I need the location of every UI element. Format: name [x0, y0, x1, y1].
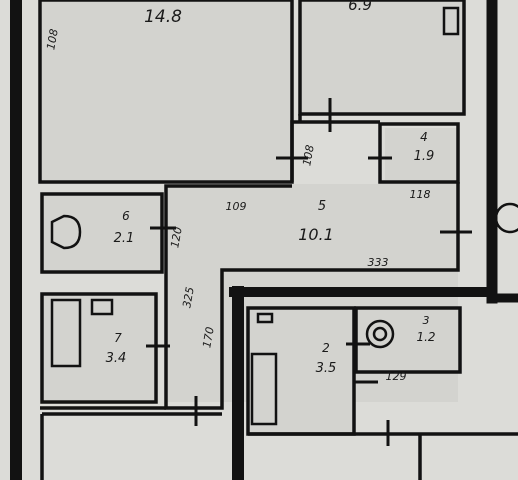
closet-top-right [385, 128, 457, 180]
bathtub-icon [50, 298, 82, 368]
dimension-108-left: 108 [44, 28, 60, 51]
door-marks [146, 98, 472, 446]
hall-area: 10.1 [298, 225, 334, 244]
room-top-left-area: 14.8 [144, 7, 182, 27]
toilet-fixture-icon [50, 214, 82, 250]
small-lower-room [358, 310, 458, 370]
washbasin-icon [442, 6, 460, 36]
bath-number: 7 [114, 331, 122, 345]
fixtures [50, 6, 518, 426]
room-top-left [42, 0, 292, 180]
hall-number: 5 [318, 199, 326, 214]
room-top-right [302, 0, 464, 112]
sink-icon [90, 298, 114, 316]
small-room-area: 1.2 [416, 330, 435, 344]
small-room-number: 3 [423, 314, 430, 327]
dimension-108: 108 [300, 144, 316, 167]
dimension-120: 120 [168, 226, 184, 249]
interior-walls [38, 0, 518, 480]
dimension-325: 325 [180, 286, 196, 309]
toilet-bowl-icon [365, 319, 395, 349]
toilet-area: 2.1 [114, 231, 135, 246]
dimension-170: 170 [200, 326, 216, 349]
dimension-333: 333 [368, 256, 389, 269]
room-top-right-area: 6.9 [348, 0, 372, 14]
closet-number: 4 [420, 130, 428, 144]
bath [44, 296, 154, 400]
bath-area: 3.4 [106, 351, 127, 366]
lower-room-area: 3.5 [316, 361, 337, 376]
outlet-circle-icon [494, 202, 518, 234]
toilet-number: 6 [122, 209, 130, 223]
lower-right-room [250, 310, 354, 432]
external-walls [10, 0, 518, 480]
lower-room-number: 2 [322, 341, 330, 355]
closet-area: 1.9 [414, 149, 435, 164]
small-fixture-icon [256, 312, 274, 324]
dimension-118: 118 [410, 188, 431, 201]
dimension-129: 129 [386, 370, 407, 383]
toilet [44, 196, 162, 270]
toilet-seat-icon [372, 326, 388, 342]
dimension-109: 109 [226, 200, 247, 213]
counter-icon [250, 352, 278, 426]
